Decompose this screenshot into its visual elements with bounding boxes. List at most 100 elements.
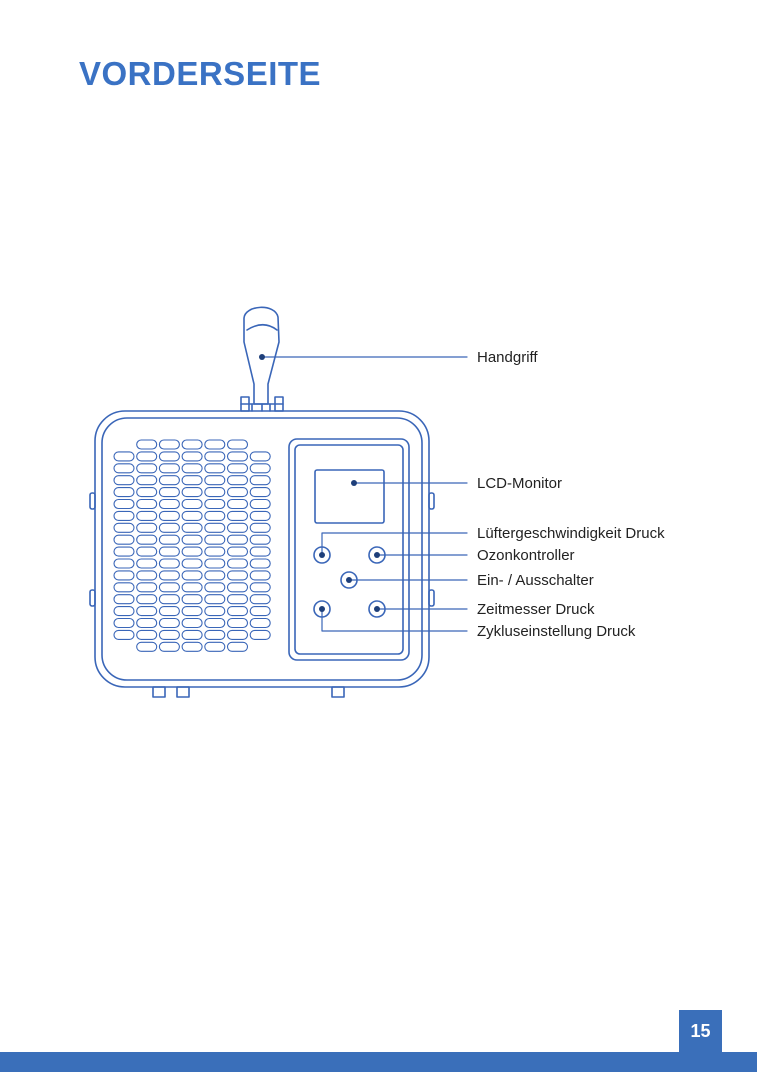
vent-slot xyxy=(228,440,248,449)
control-panel xyxy=(289,439,409,660)
vent-slot xyxy=(182,547,202,556)
vent-slot xyxy=(159,440,179,449)
vent-slot xyxy=(250,595,270,604)
vent-slot xyxy=(137,642,157,651)
vent-slot xyxy=(114,535,134,544)
label-timer: Zeitmesser Druck xyxy=(477,601,595,618)
vent-slot xyxy=(137,511,157,520)
vent-slot xyxy=(182,619,202,628)
vent-slot xyxy=(228,583,248,592)
vent-slot xyxy=(159,511,179,520)
vent-slot xyxy=(159,595,179,604)
vent-slot xyxy=(137,595,157,604)
vent-slot xyxy=(228,559,248,568)
vent-slot xyxy=(228,476,248,485)
vent-slot xyxy=(159,452,179,461)
vent-slot xyxy=(182,607,202,616)
vent-slot xyxy=(205,630,225,639)
vent-slot xyxy=(228,500,248,509)
vent-slot xyxy=(114,488,134,497)
vent-slot xyxy=(228,464,248,473)
vent-slot xyxy=(205,523,225,532)
vent-slot xyxy=(182,488,202,497)
vent-slot xyxy=(182,642,202,651)
vent-slot xyxy=(182,535,202,544)
vent-slot xyxy=(137,583,157,592)
vent-slot xyxy=(228,630,248,639)
label-power: Ein- / Ausschalter xyxy=(477,572,594,589)
vent-slot xyxy=(159,571,179,580)
vent-slot xyxy=(137,630,157,639)
vent-slot xyxy=(205,511,225,520)
vent-slot xyxy=(205,535,225,544)
vent-slot xyxy=(228,488,248,497)
vent-slot xyxy=(114,511,134,520)
vent-slot xyxy=(114,500,134,509)
vent-slot xyxy=(228,523,248,532)
vent-slot xyxy=(159,535,179,544)
vent-slot xyxy=(114,559,134,568)
vent-slot xyxy=(137,523,157,532)
label-fan-speed: Lüftergeschwindigkeit Druck xyxy=(477,525,665,542)
vent-slot xyxy=(205,583,225,592)
vent-slot xyxy=(205,547,225,556)
vent-slot xyxy=(137,535,157,544)
vent-slot xyxy=(114,523,134,532)
vent-slot xyxy=(137,547,157,556)
vent-slot xyxy=(182,583,202,592)
vent-slot xyxy=(228,535,248,544)
vent-slot xyxy=(159,559,179,568)
vent-slot xyxy=(114,607,134,616)
vent-slot xyxy=(137,607,157,616)
vent-slot xyxy=(205,595,225,604)
vent-slot xyxy=(182,452,202,461)
vent-slot xyxy=(137,559,157,568)
vent-slot xyxy=(250,607,270,616)
vent-slot xyxy=(114,464,134,473)
vent-slot xyxy=(159,619,179,628)
vent-slot xyxy=(228,547,248,556)
vent-slot xyxy=(228,607,248,616)
vent-slot xyxy=(205,500,225,509)
vent-slot xyxy=(205,607,225,616)
vent-slot xyxy=(250,583,270,592)
vent-slot xyxy=(228,452,248,461)
vent-slot xyxy=(137,571,157,580)
vent-slot xyxy=(205,464,225,473)
vent-slot xyxy=(205,619,225,628)
vent-slot xyxy=(137,452,157,461)
vent-slot xyxy=(250,619,270,628)
vent-slot xyxy=(205,452,225,461)
vent-slot xyxy=(159,464,179,473)
vent-slot xyxy=(250,559,270,568)
vent-slot xyxy=(159,642,179,651)
vent-slot xyxy=(182,476,202,485)
vent-slot xyxy=(114,452,134,461)
vent-slot xyxy=(228,642,248,651)
vent-slot xyxy=(205,488,225,497)
vent-slot xyxy=(159,488,179,497)
vent-slot xyxy=(205,476,225,485)
lcd-monitor xyxy=(315,470,384,523)
vent-slot xyxy=(205,559,225,568)
vent-slot xyxy=(182,571,202,580)
label-ozone: Ozonkontroller xyxy=(477,547,575,564)
vent-slot xyxy=(159,523,179,532)
vent-slot xyxy=(250,547,270,556)
vent-slot xyxy=(159,547,179,556)
vent-slot xyxy=(137,500,157,509)
vent-slot xyxy=(250,488,270,497)
vent-slot xyxy=(250,464,270,473)
vent-slot xyxy=(182,464,202,473)
label-cycle: Zykluseinstellung Druck xyxy=(477,623,636,640)
vent-slot xyxy=(205,440,225,449)
vent-slot xyxy=(182,440,202,449)
vent-slot xyxy=(182,595,202,604)
vent-grille xyxy=(114,440,270,651)
vent-slot xyxy=(159,630,179,639)
vent-slot xyxy=(114,476,134,485)
vent-slot xyxy=(250,630,270,639)
vent-slot xyxy=(250,523,270,532)
footer-bar xyxy=(0,1052,757,1072)
